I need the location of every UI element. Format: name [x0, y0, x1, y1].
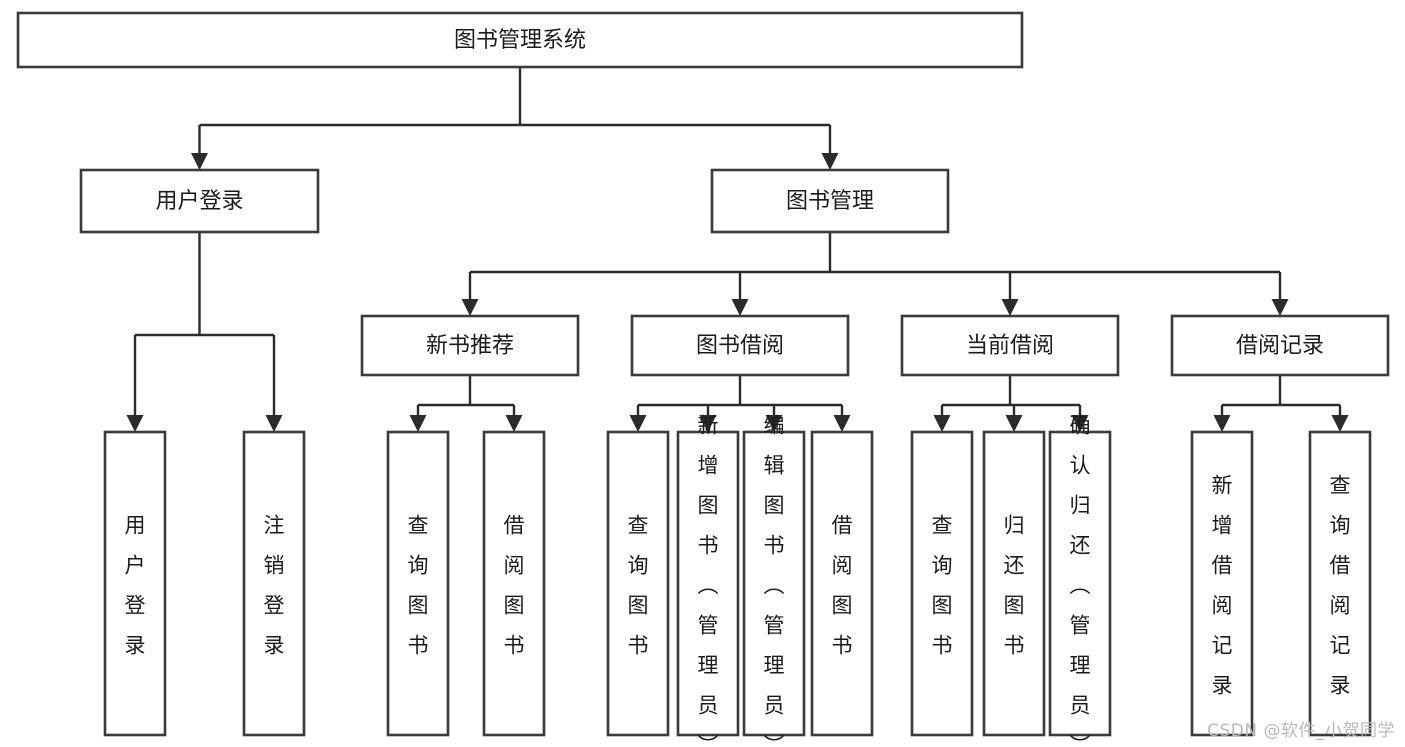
connector-group-user-login [126, 232, 283, 432]
node-box-book-borrow[interactable] [630, 314, 850, 377]
node-label-leaf-query-book-3: 查询图书 [932, 513, 953, 657]
node-leaf-borrow-book-2[interactable]: 借阅图书 [810, 430, 874, 737]
node-root[interactable]: 图书管理系统 [16, 11, 1024, 69]
node-box-leaf-return-book[interactable] [982, 430, 1046, 737]
node-leaf-query-book-3[interactable]: 查询图书 [910, 430, 974, 737]
node-label-leaf-query-book-1: 查询图书 [408, 513, 429, 657]
node-label-leaf-logout: 注销登录 [264, 513, 285, 657]
node-box-user-login[interactable] [79, 168, 320, 234]
node-box-new-book-rec[interactable] [360, 314, 580, 377]
node-label-leaf-borrow-book-1: 借阅图书 [504, 513, 525, 657]
node-label-leaf-confirm-return: 确认归还︵管理员︶ [1070, 413, 1091, 747]
connector-group-borrow-record [1213, 375, 1349, 432]
node-label-leaf-query-record: 查询借阅记录 [1330, 473, 1351, 697]
node-leaf-query-record[interactable]: 查询借阅记录 [1308, 430, 1372, 737]
node-box-leaf-edit-book[interactable] [742, 430, 806, 737]
connectors-layer [126, 67, 1349, 432]
node-label-leaf-borrow-book-2: 借阅图书 [832, 513, 853, 657]
node-box-leaf-borrow-book-2[interactable] [810, 430, 874, 737]
node-label-new-book-rec: 新书推荐 [426, 334, 514, 359]
node-label-leaf-edit-book: 编辑图书︵管理员︶ [764, 413, 785, 747]
node-label-leaf-query-book-2: 查询图书 [628, 513, 649, 657]
node-box-leaf-query-book-3[interactable] [910, 430, 974, 737]
node-new-book-rec[interactable]: 新书推荐 [360, 314, 580, 377]
node-box-leaf-borrow-book-1[interactable] [482, 430, 546, 737]
connector-group-book-manage [461, 232, 1289, 316]
node-leaf-add-book[interactable]: 新增图书︵管理员︶ [676, 413, 740, 747]
node-current-borrow[interactable]: 当前借阅 [900, 314, 1120, 377]
node-book-manage[interactable]: 图书管理 [710, 168, 950, 234]
node-box-leaf-user-login[interactable] [103, 430, 167, 737]
connector-group-current-borrow [933, 375, 1089, 432]
node-label-borrow-record: 借阅记录 [1236, 334, 1324, 359]
node-label-current-borrow: 当前借阅 [966, 334, 1054, 359]
node-leaf-borrow-book-1[interactable]: 借阅图书 [482, 430, 546, 737]
node-leaf-add-record[interactable]: 新增借阅记录 [1190, 430, 1254, 737]
nodes-layer: 图书管理系统用户登录图书管理新书推荐图书借阅当前借阅借阅记录用户登录注销登录查询… [16, 11, 1390, 747]
node-leaf-query-book-2[interactable]: 查询图书 [606, 430, 670, 737]
node-box-leaf-query-book-2[interactable] [606, 430, 670, 737]
node-box-leaf-query-record[interactable] [1308, 430, 1372, 737]
node-box-leaf-add-record[interactable] [1190, 430, 1254, 737]
csdn-watermark: CSDN @软件_小贺同学 [1207, 721, 1395, 741]
node-label-leaf-user-login: 用户登录 [125, 513, 146, 657]
node-label-user-login: 用户登录 [155, 189, 243, 214]
connector-group-root [191, 67, 839, 170]
node-user-login[interactable]: 用户登录 [79, 168, 320, 234]
node-leaf-confirm-return[interactable]: 确认归还︵管理员︶ [1048, 413, 1112, 747]
node-leaf-query-book-1[interactable]: 查询图书 [386, 430, 450, 737]
node-box-leaf-confirm-return[interactable] [1048, 430, 1112, 737]
node-leaf-edit-book[interactable]: 编辑图书︵管理员︶ [742, 413, 806, 747]
node-box-leaf-add-book[interactable] [676, 430, 740, 737]
node-label-book-borrow: 图书借阅 [696, 334, 784, 359]
node-book-borrow[interactable]: 图书借阅 [630, 314, 850, 377]
node-label-book-manage: 图书管理 [786, 189, 874, 214]
node-box-leaf-query-book-1[interactable] [386, 430, 450, 737]
node-label-leaf-add-book: 新增图书︵管理员︶ [698, 413, 719, 747]
node-label-root: 图书管理系统 [454, 28, 586, 53]
node-box-borrow-record[interactable] [1170, 314, 1390, 377]
node-box-current-borrow[interactable] [900, 314, 1120, 377]
node-borrow-record[interactable]: 借阅记录 [1170, 314, 1390, 377]
connector-group-new-book-rec [409, 375, 523, 432]
node-leaf-logout[interactable]: 注销登录 [242, 430, 306, 737]
node-leaf-user-login[interactable]: 用户登录 [103, 430, 167, 737]
node-box-leaf-logout[interactable] [242, 430, 306, 737]
node-box-book-manage[interactable] [710, 168, 950, 234]
node-leaf-return-book[interactable]: 归还图书 [982, 430, 1046, 737]
node-box-root[interactable] [16, 11, 1024, 69]
node-label-leaf-return-book: 归还图书 [1004, 513, 1025, 657]
connector-group-book-borrow [629, 375, 851, 432]
node-label-leaf-add-record: 新增借阅记录 [1212, 473, 1233, 697]
